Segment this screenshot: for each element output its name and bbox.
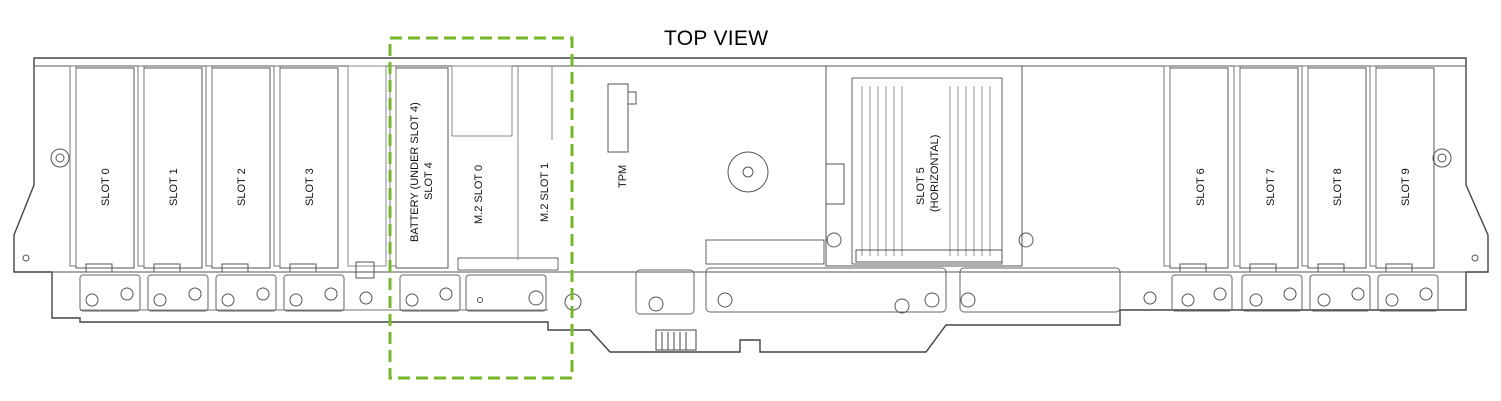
slot-1-label: SLOT 1 — [168, 168, 180, 206]
slot-0-label: SLOT 0 — [100, 168, 112, 206]
slot-6-card — [1163, 65, 1233, 312]
screw-icon — [1432, 148, 1452, 168]
chassis-outline — [13, 57, 1489, 353]
battery-label: BATTERY (UNDER SLOT 4) — [409, 102, 421, 242]
slot-8-card — [1301, 65, 1371, 312]
slot-9-label: SLOT 9 — [1400, 168, 1412, 206]
diagram-title: TOP VIEW — [664, 27, 769, 50]
slot-5-label: SLOT 5 — [915, 167, 927, 205]
slot-8-label: SLOT 8 — [1332, 168, 1344, 206]
highlight-box — [388, 36, 574, 380]
slot-2-card — [205, 65, 277, 312]
slot-4-card — [347, 65, 461, 312]
slot-5-horizontal-label: (HORIZONTAL) — [929, 135, 941, 212]
slot-6-label: SLOT 6 — [1195, 168, 1207, 206]
tpm-module — [607, 83, 637, 153]
slot-1-card — [137, 65, 209, 312]
slot-3-card — [273, 65, 345, 312]
standoff-icon — [727, 151, 769, 193]
slot-7-card — [1233, 65, 1303, 312]
slot-7-label: SLOT 7 — [1265, 168, 1277, 206]
slot-3-label: SLOT 3 — [304, 168, 316, 206]
slot-4-label: SLOT 4 — [423, 162, 435, 200]
slot-9-card — [1369, 65, 1439, 312]
slot-2-label: SLOT 2 — [236, 168, 248, 206]
slot-0-card — [69, 65, 141, 312]
slot-5-heatsink — [825, 65, 1034, 267]
screw-icon — [50, 148, 70, 168]
m2-slot-1-label: M.2 SLOT 1 — [539, 163, 551, 222]
tpm-label: TPM — [617, 165, 629, 188]
m2-slots — [451, 65, 582, 312]
m2-slot-0-label: M.2 SLOT 0 — [473, 165, 485, 224]
